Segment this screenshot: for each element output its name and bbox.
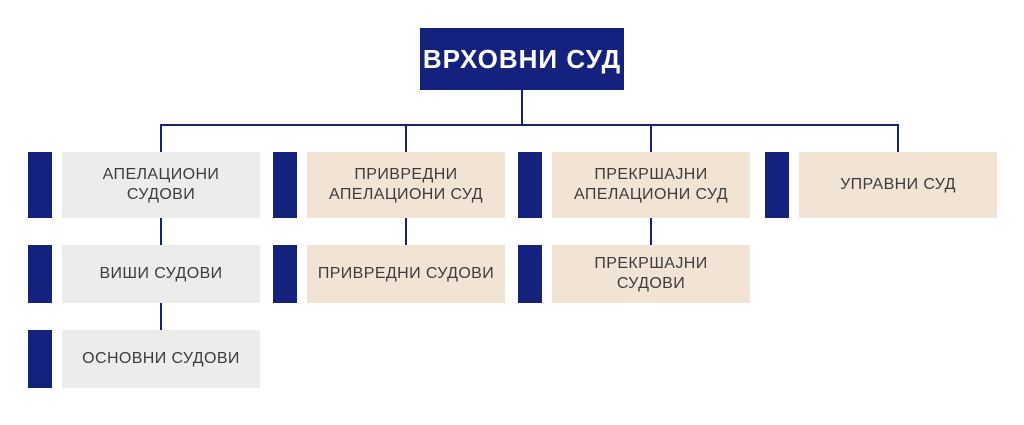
connector-col3-row1-2 xyxy=(650,218,652,245)
node-accent-bar xyxy=(518,152,542,218)
node-label: ПРИВРЕДНИ АПЕЛАЦИОНИ СУД xyxy=(328,166,484,203)
node-basic-courts: ОСНОВНИ СУДОВИ xyxy=(28,330,260,388)
node-accent-bar xyxy=(28,245,52,303)
node-box: УПРАВНИ СУД xyxy=(799,152,997,218)
node-misdemeanor-appellate-court: ПРЕКРШАЈНИ АПЕЛАЦИОНИ СУД xyxy=(518,152,750,218)
node-label: ПРИВРЕДНИ СУДОВИ xyxy=(317,265,495,282)
node-label: АПЕЛАЦИОНИ СУДОВИ xyxy=(102,166,220,203)
node-accent-bar xyxy=(273,152,297,218)
connector-drop-col1 xyxy=(160,124,162,152)
node-accent-bar xyxy=(765,152,789,218)
node-commercial-appellate-court: ПРИВРЕДНИ АПЕЛАЦИОНИ СУД xyxy=(273,152,505,218)
connector-root-drop xyxy=(521,90,523,125)
node-commercial-courts: ПРИВРЕДНИ СУДОВИ xyxy=(273,245,505,303)
node-box: ПРЕКРШАЈНИ СУДОВИ xyxy=(552,245,750,303)
node-accent-bar xyxy=(28,152,52,218)
node-label: УПРАВНИ СУД xyxy=(840,176,956,193)
node-box: ВИШИ СУДОВИ xyxy=(62,245,260,303)
node-accent-bar xyxy=(273,245,297,303)
connector-drop-col2 xyxy=(405,124,407,152)
node-label: ВИШИ СУДОВИ xyxy=(99,265,223,282)
connector-drop-col4 xyxy=(897,124,899,152)
node-box: ПРИВРЕДНИ АПЕЛАЦИОНИ СУД xyxy=(307,152,505,218)
node-label: ОСНОВНИ СУДОВИ xyxy=(82,350,240,367)
node-misdemeanor-courts: ПРЕКРШАЈНИ СУДОВИ xyxy=(518,245,750,303)
connector-col2-row1-2 xyxy=(405,218,407,245)
node-administrative-court: УПРАВНИ СУД xyxy=(765,152,997,218)
node-higher-courts: ВИШИ СУДОВИ xyxy=(28,245,260,303)
node-box: ПРЕКРШАЈНИ АПЕЛАЦИОНИ СУД xyxy=(552,152,750,218)
node-box: АПЕЛАЦИОНИ СУДОВИ xyxy=(62,152,260,218)
node-box: ОСНОВНИ СУДОВИ xyxy=(62,330,260,388)
node-accent-bar xyxy=(28,330,52,388)
connector-col1-row1-2 xyxy=(160,218,162,245)
node-supreme-court: ВРХОВНИ СУД xyxy=(420,28,624,90)
node-label: ВРХОВНИ СУД xyxy=(422,43,622,74)
node-box: ПРИВРЕДНИ СУДОВИ xyxy=(307,245,505,303)
connector-drop-col3 xyxy=(650,124,652,152)
connector-horizontal xyxy=(160,124,899,126)
connector-col1-row2-3 xyxy=(160,303,162,330)
node-label: ПРЕКРШАЈНИ АПЕЛАЦИОНИ СУД xyxy=(573,166,729,203)
node-appellate-courts: АПЕЛАЦИОНИ СУДОВИ xyxy=(28,152,260,218)
node-accent-bar xyxy=(518,245,542,303)
node-label: ПРЕКРШАЈНИ СУДОВИ xyxy=(594,255,708,292)
